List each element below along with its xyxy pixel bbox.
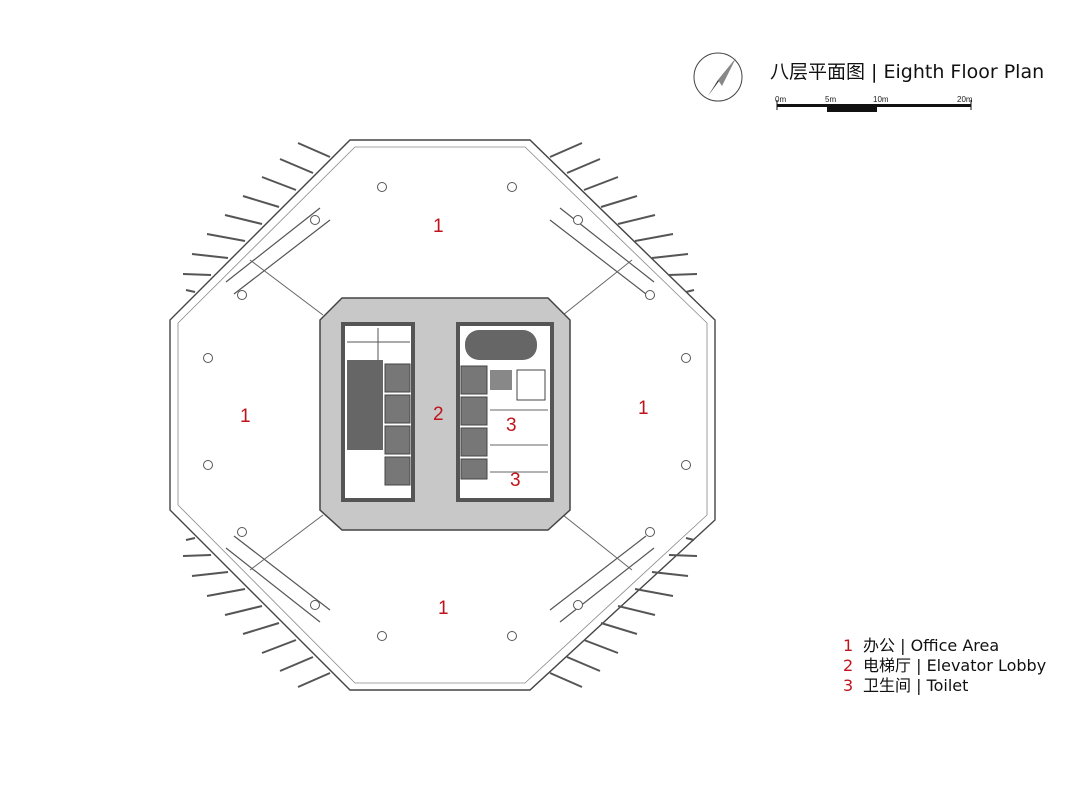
building-outline — [169, 139, 716, 691]
scale-bar — [776, 100, 972, 112]
core — [319, 297, 571, 531]
room-label-office-bottom: 1 — [438, 598, 449, 619]
scale-label-5: 5m — [825, 95, 837, 104]
scale-label-0: 0m — [775, 95, 787, 104]
columns — [203, 182, 691, 641]
legend-text: 办公 | Office Area — [863, 636, 1000, 655]
legend-item: 2 电梯厅 | Elevator Lobby — [843, 652, 1047, 675]
room-label-office-top: 1 — [433, 216, 444, 237]
legend-item: 1 办公 | Office Area — [843, 632, 1046, 655]
legend-number: 3 — [843, 676, 854, 695]
legend-item: 3 卫生间 | Toilet — [843, 672, 1046, 695]
facade-fins — [182, 142, 698, 688]
room-labels: 1 1 1 1 2 3 3 — [240, 216, 649, 619]
scale-label-10: 10m — [873, 95, 889, 104]
page-title: 八层平面图 | Eighth Floor Plan — [770, 61, 1045, 83]
legend-number: 1 — [843, 636, 854, 655]
room-label-office-left: 1 — [240, 406, 251, 427]
room-label-elevator-lobby: 2 — [433, 404, 444, 425]
north-arrow — [693, 52, 743, 102]
room-label-toilet-upper: 3 — [506, 415, 517, 436]
legend-text: 卫生间 | Toilet — [863, 676, 969, 695]
legend-number: 2 — [843, 656, 854, 675]
structural-lines — [249, 259, 633, 571]
scale-label-20: 20m — [957, 95, 973, 104]
room-label-office-right: 1 — [638, 398, 649, 419]
room-label-toilet-lower: 3 — [510, 470, 521, 491]
legend-text: 电梯厅 | Elevator Lobby — [863, 656, 1047, 675]
